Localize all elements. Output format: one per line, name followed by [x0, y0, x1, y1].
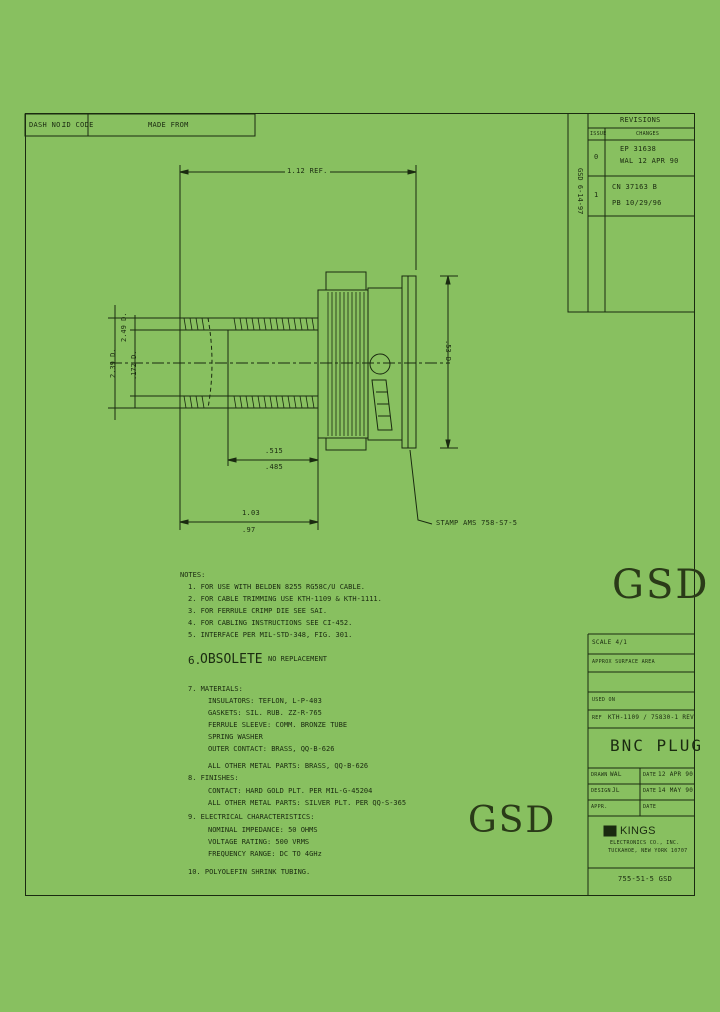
- note-7-title: 7. MATERIALS:: [188, 685, 243, 693]
- gsd-stamp-notes: GSD: [468, 800, 557, 841]
- dim-dia-b: .172 D.: [130, 350, 138, 380]
- note-9-item-3: FREQUENCY RANGE: DC TO 4GHz: [208, 850, 322, 858]
- drawn-label: DRAWN: [591, 772, 608, 778]
- note-5: 5. INTERFACE PER MIL-STD-348, FIG. 301.: [188, 631, 353, 639]
- id-code-label: ID CODE: [62, 121, 94, 129]
- revision-0-line2: WAL 12 APR 90: [620, 157, 679, 165]
- design-label: DESIGN: [591, 788, 611, 794]
- revision-0-line1: EP 31638: [620, 145, 657, 153]
- revision-1-line1: CN 37163 B: [612, 183, 658, 191]
- notes-title: NOTES:: [180, 571, 206, 579]
- revision-issue-0: 0: [594, 153, 599, 161]
- design-date-label: DATE: [643, 788, 657, 794]
- note-6-no-replacement: NO REPLACEMENT: [268, 655, 328, 663]
- approx-surface-label: APPROX SURFACE AREA: [592, 659, 655, 665]
- note-6-obsolete: OBSOLETE: [200, 652, 263, 667]
- approved-label: APPR.: [591, 804, 608, 810]
- drawn-date: 12 APR 90: [658, 771, 694, 778]
- note-7-item-5: OUTER CONTACT: BRASS, QQ-B-626: [208, 745, 335, 753]
- dim-body-dia: .53 D.: [444, 340, 452, 366]
- drawn-date-label: DATE: [643, 772, 657, 778]
- revision-issue-1: 1: [594, 191, 599, 199]
- note-8-title: 8. FINISHES:: [188, 774, 239, 782]
- revision-vertical-stamp: GSD 6-14-97: [576, 168, 584, 215]
- revisions-col-issue: ISSUE: [590, 131, 607, 137]
- made-from-label: MADE FROM: [148, 121, 189, 129]
- company-name: KINGS: [620, 825, 656, 837]
- note-3: 3. FOR FERRULE CRIMP DIE SEE SAI.: [188, 607, 328, 615]
- note-1: 1. FOR USE WITH BELDEN 8255 RG58C/U CABL…: [188, 583, 366, 591]
- gsd-stamp-large: GSD: [612, 562, 710, 608]
- note-9-item-2: VOLTAGE RATING: 500 VRMS: [208, 838, 310, 846]
- revision-1-line2: PB 10/29/96: [612, 199, 662, 207]
- dim-overall: 1.12 REF.: [285, 167, 330, 175]
- note-7-item-3: FERRULE SLEEVE: COMM. BRONZE TUBE: [208, 721, 348, 729]
- dim-dia-a2: 2.39 D.: [109, 348, 117, 378]
- dim-inner-len1: .515: [265, 447, 284, 455]
- scale-label: SCALE 4/1: [592, 639, 628, 646]
- note-7-item-1: INSULATORS: TEFLON, L-P-403: [208, 697, 322, 705]
- note-2: 2. FOR CABLE TRIMMING USE KTH-1109 & KTH…: [188, 595, 382, 603]
- dim-len1: 1.03: [242, 509, 261, 517]
- dim-len2: .97: [242, 526, 256, 534]
- note-4: 4. FOR CABLING INSTRUCTIONS SEE CI-452.: [188, 619, 353, 627]
- drawing-sheet: [25, 113, 695, 896]
- note-9-title: 9. ELECTRICAL CHARACTERISTICS:: [188, 813, 315, 821]
- note-9-item-1: NOMINAL IMPEDANCE: 50 OHMS: [208, 826, 318, 834]
- note-8-item-1: CONTACT: HARD GOLD PLT. PER MIL-G-45204: [208, 787, 373, 795]
- design-date: 14 MAY 90: [658, 787, 694, 794]
- ref-text: KTH-1109 / 75830-1 REV: [608, 714, 695, 721]
- used-on-label: USED ON: [592, 697, 616, 703]
- note-7-item-6: ALL OTHER METAL PARTS: BRASS, QQ-B-626: [208, 762, 369, 770]
- dim-stamp-note: STAMP AMS 758-S7-5: [436, 519, 518, 527]
- note-6-number: 6.: [188, 654, 202, 667]
- dash-no-label: DASH NO.: [29, 121, 66, 129]
- company-line2: TUCKAHOE, NEW YORK 10707: [608, 848, 688, 854]
- note-7-item-2: GASKETS: SIL. RUB. ZZ-R-765: [208, 709, 322, 717]
- revisions-col-changes: CHANGES: [636, 131, 660, 137]
- part-title: BNC PLUG: [610, 736, 704, 755]
- drawing-number: 755-51-5 GSD: [618, 875, 673, 883]
- approved-date-label: DATE: [643, 804, 657, 810]
- note-7-item-4: SPRING WASHER: [208, 733, 263, 741]
- company-line1: ELECTRONICS CO., INC.: [610, 840, 680, 846]
- note-8-item-2: ALL OTHER METAL PARTS: SILVER PLT. PER Q…: [208, 799, 407, 807]
- dim-dia-a1: 2.49 D.: [120, 312, 128, 342]
- design-by: JL: [612, 787, 620, 794]
- drawn-by: WAL: [610, 771, 622, 778]
- note-10: 10. POLYOLEFIN SHRINK TUBING.: [188, 868, 311, 876]
- dim-inner-len2: .485: [265, 463, 284, 471]
- revisions-title: REVISIONS: [620, 116, 661, 124]
- ref-label: REF: [592, 715, 602, 721]
